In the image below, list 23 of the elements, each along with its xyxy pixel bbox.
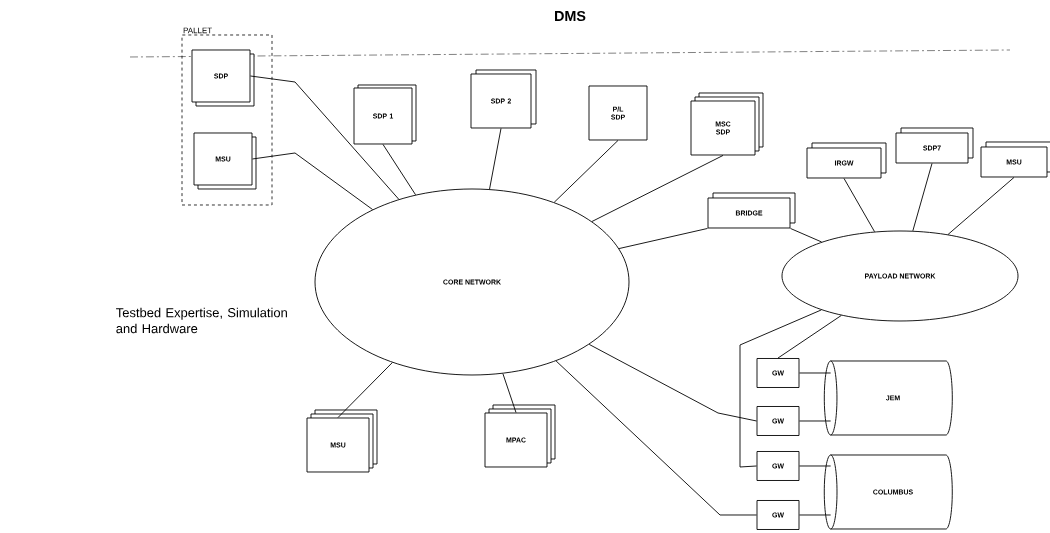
connector-line [337,362,393,418]
connector-line [799,465,832,467]
side-label: Testbed Expertise, Simulation and Hardware [116,307,287,334]
connector-line [618,228,708,249]
connector-line [382,144,416,196]
connector-line [555,360,757,516]
connector-line [250,75,400,200]
connector-line [252,152,374,210]
connector-line [799,514,832,516]
connector-line [739,309,822,468]
title: DMS [555,10,586,22]
connector-line [777,315,842,359]
connector-line [799,420,832,422]
connector-line [947,177,1015,235]
connector-line [912,163,933,232]
connector-line [588,343,757,422]
connector-line [489,128,502,190]
connector-line [843,178,875,233]
connector-line [790,228,822,243]
connector-line [553,140,619,203]
connector-line [799,372,832,374]
connector-line [591,155,724,222]
connector-line [502,373,517,413]
